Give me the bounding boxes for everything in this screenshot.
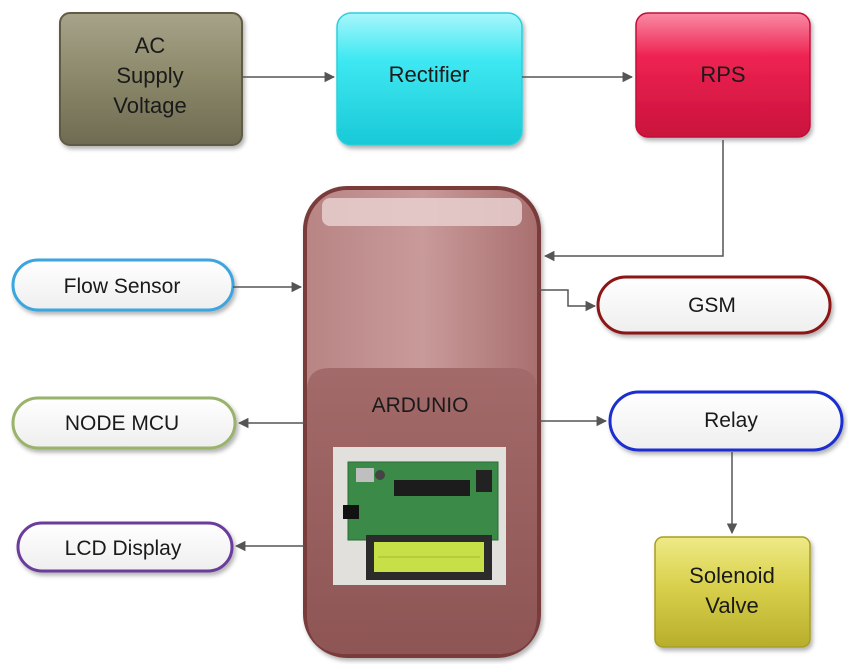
arrow-arduino-to-gsm — [539, 289, 597, 312]
rectifier-label: Rectifier — [389, 62, 470, 87]
relay-label: Relay — [704, 409, 758, 432]
relay-block: Relay — [608, 390, 844, 452]
solenoid-valve-block: Solenoid Valve — [654, 536, 811, 648]
ac-supply-block: AC Supply Voltage — [59, 12, 243, 146]
arduino-block: ARDUNIO — [303, 186, 541, 658]
arduino-label: ARDUNIO — [372, 394, 469, 417]
node-mcu-block: NODE MCU — [11, 396, 237, 450]
rectifier-block: Rectifier — [336, 12, 523, 146]
flow-sensor-block: Flow Sensor — [11, 258, 235, 312]
ac-supply-line-1: AC — [135, 33, 166, 58]
solenoid-valve-line-1: Solenoid — [689, 563, 775, 588]
flow-sensor-label: Flow Sensor — [64, 275, 181, 298]
ac-supply-line-3: Voltage — [113, 93, 186, 118]
arrow-rps-to-arduino — [543, 140, 724, 262]
ac-supply-line-2: Supply — [116, 63, 183, 88]
gsm-block: GSM — [596, 275, 832, 335]
solenoid-valve-line-2: Valve — [705, 593, 758, 618]
lcd-display-label: LCD Display — [65, 537, 182, 560]
rps-label: RPS — [700, 62, 745, 87]
rps-block: RPS — [635, 12, 811, 138]
lcd-display-block: LCD Display — [16, 521, 234, 573]
arduino-board-photo — [333, 447, 506, 585]
gsm-label: GSM — [688, 294, 736, 317]
node-mcu-label: NODE MCU — [65, 412, 179, 435]
